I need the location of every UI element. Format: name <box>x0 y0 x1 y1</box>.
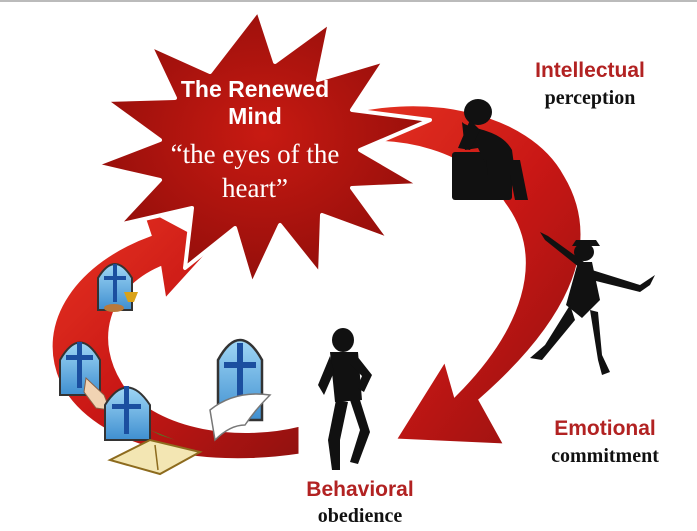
dancing-figure-icon <box>530 232 655 375</box>
church-window-dove-icon <box>209 338 272 442</box>
intellectual-sublabel: perception <box>544 87 636 109</box>
thinker-statue-icon <box>452 99 528 200</box>
behavioral-label: Behavioral <box>306 478 414 501</box>
emotional-sublabel: commitment <box>551 445 659 467</box>
behavioral-sublabel: obedience <box>317 505 403 527</box>
church-window-praying-hands-icon <box>59 341 111 411</box>
renewed-mind-starburst <box>93 8 432 287</box>
church-window-chalice-icon <box>97 263 138 312</box>
intellectual-label: Intellectual <box>535 59 645 82</box>
church-window-bible-icon <box>104 386 203 476</box>
center-title-line1: The Renewed <box>180 76 330 102</box>
center-subtitle-line2: heart” <box>222 173 288 203</box>
center-subtitle-line1: “the eyes of the <box>170 139 340 169</box>
running-man-icon <box>318 328 372 470</box>
emotional-label: Emotional <box>554 417 656 440</box>
center-title-line2: Mind <box>228 103 282 129</box>
